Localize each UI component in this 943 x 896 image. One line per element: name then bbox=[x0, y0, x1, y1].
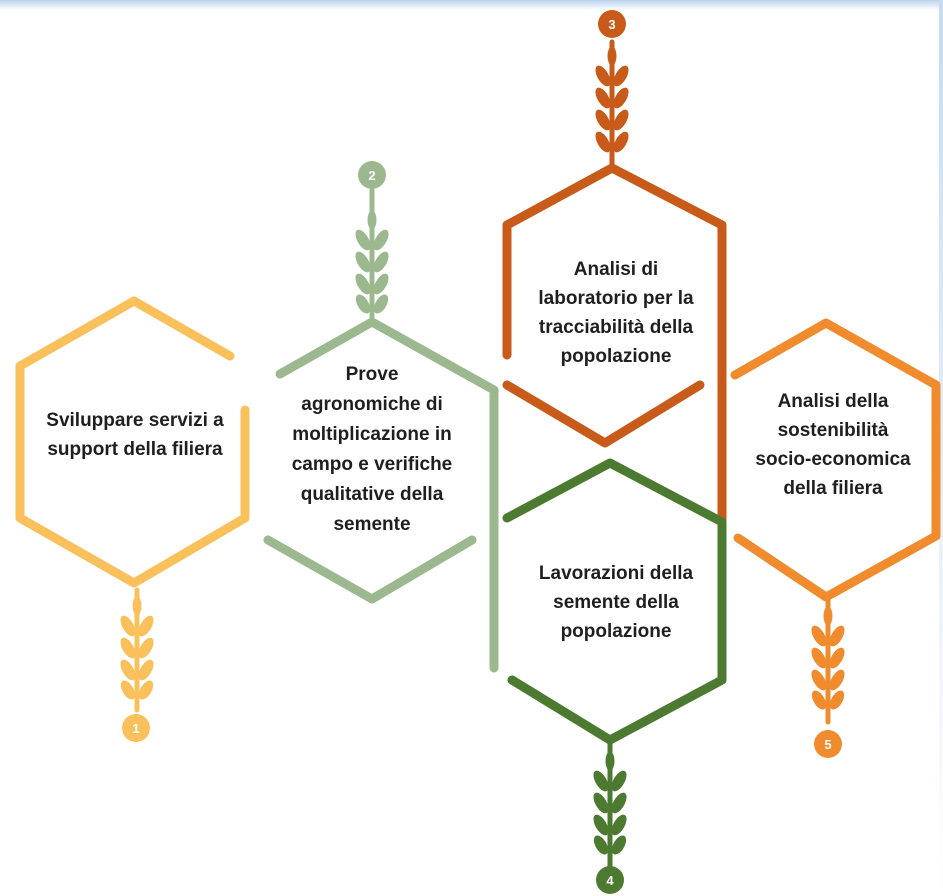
step-5-number-badge: 5 bbox=[814, 730, 842, 758]
step-4-number-badge: 4 bbox=[596, 866, 624, 894]
hexagon-2-outline bbox=[275, 317, 499, 673]
step-4-label: Lavorazioni della semente della popolazi… bbox=[538, 562, 694, 642]
wheat-icon bbox=[595, 39, 629, 171]
step-1-label: Sviluppare servizi a support della filie… bbox=[46, 410, 224, 460]
hexagon-2-outline-bottom bbox=[263, 535, 477, 604]
step-5-label: Analisi della sostenibilità socio-econom… bbox=[755, 391, 911, 499]
step-3-label: Analisi di laboratorio per la tracciabil… bbox=[538, 259, 694, 367]
wheat-icon bbox=[811, 597, 845, 725]
step-3-number-badge: 3 bbox=[598, 10, 626, 38]
right-edge-strip bbox=[939, 0, 943, 896]
hexagon-4-outline bbox=[502, 458, 727, 745]
hexagon-3-outline-bottom bbox=[502, 380, 705, 448]
hexagon-1-outline bbox=[15, 296, 250, 588]
wheat-icon bbox=[355, 187, 389, 321]
step-1-number-badge: 1 bbox=[122, 714, 150, 742]
wheat-icon bbox=[593, 740, 627, 870]
top-banner-strip bbox=[0, 0, 943, 10]
step-2-number-badge: 2 bbox=[358, 161, 386, 189]
hexagon-5-outline bbox=[730, 318, 941, 602]
wheat-icon bbox=[120, 587, 154, 713]
step-2-label: Prove agronomiche di moltiplicazione in … bbox=[291, 364, 453, 535]
